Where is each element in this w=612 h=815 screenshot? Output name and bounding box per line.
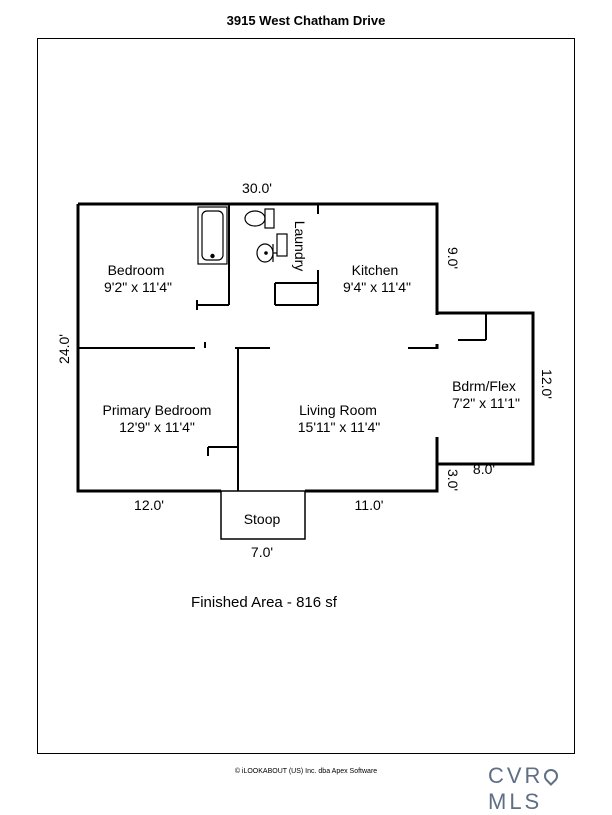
stoop-outline (220, 490, 306, 540)
dim-right-upper: 9.0' (445, 247, 461, 269)
floor-plan: 30.0' 24.0' 9.0' 12.0' 8.0' 3.0' 12.0' 1… (56, 180, 555, 611)
dim-stoop-width: 7.0' (251, 544, 273, 560)
dim-left: 24.0' (56, 334, 72, 364)
brand-left: CVR (488, 763, 544, 788)
toilet-icon (244, 208, 275, 229)
room-primary-bedroom-size: 12'9" x 11'4" (119, 419, 195, 435)
room-living-room-size: 15'11" x 11'4" (298, 419, 381, 435)
sink-icon (256, 233, 288, 263)
room-bedroom-name: Bedroom (108, 262, 165, 278)
brand-right: MLS (488, 789, 543, 814)
interior-walls (78, 204, 487, 491)
page-title: 3915 West Chatham Drive (226, 13, 386, 28)
dim-top: 30.0' (242, 180, 272, 196)
dim-bottom-right: 11.0' (355, 497, 384, 513)
room-kitchen-size: 9'4" x 11'4" (343, 279, 411, 295)
dim-bump-bottom: 8.0' (473, 461, 495, 477)
dim-bottom-left: 12.0' (134, 497, 164, 513)
map-pin-icon (541, 766, 562, 786)
room-flex-size: 7'2" x 11'1" (452, 395, 520, 411)
room-flex-name: Bdrm/Flex (452, 378, 516, 394)
dim-right-lower: 3.0' (445, 469, 461, 491)
finished-area: Finished Area - 816 sf (191, 594, 338, 611)
room-primary-bedroom-name: Primary Bedroom (103, 402, 212, 418)
dim-bump-right: 12.0' (539, 369, 555, 399)
room-stoop-name: Stoop (244, 511, 281, 527)
copyright: © iLOOKABOUT (US) Inc. dba Apex Software (234, 768, 378, 775)
drawing-frame (37, 38, 575, 754)
room-kitchen-name: Kitchen (352, 262, 399, 278)
bathtub-icon (197, 206, 228, 265)
room-living-room-name: Living Room (299, 402, 377, 418)
brand-logo: CVRMLS (488, 763, 612, 815)
room-bedroom-size: 9'2" x 11'4" (104, 279, 172, 295)
room-laundry-name: Laundry (292, 221, 308, 272)
